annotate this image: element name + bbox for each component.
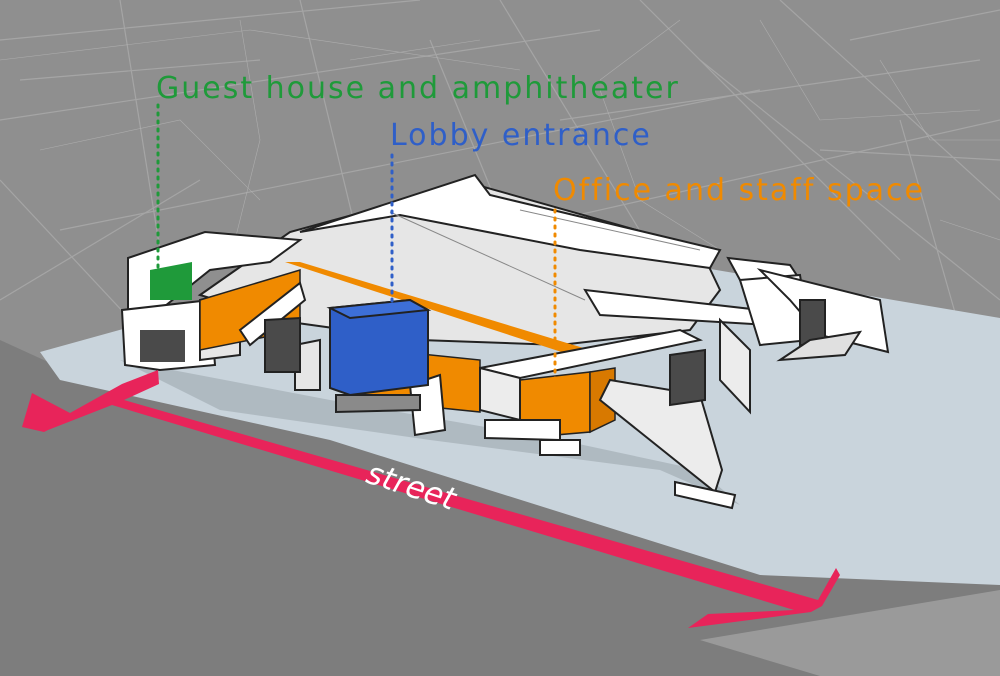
leader-lines	[156, 103, 557, 387]
front-walls	[238, 281, 772, 510]
annotation-lobby-entrance: Lobby entrance	[390, 118, 652, 153]
street-arrow	[22, 370, 840, 628]
annotation-office-staff: Office and staff space	[553, 173, 925, 208]
right-block	[726, 256, 890, 362]
lobby-volume	[326, 298, 432, 414]
orange-roof-band	[285, 262, 590, 358]
roof-raised	[299, 173, 722, 270]
annotation-guest-house: Guest house and amphitheater	[156, 71, 680, 106]
road-edge	[700, 590, 1000, 676]
